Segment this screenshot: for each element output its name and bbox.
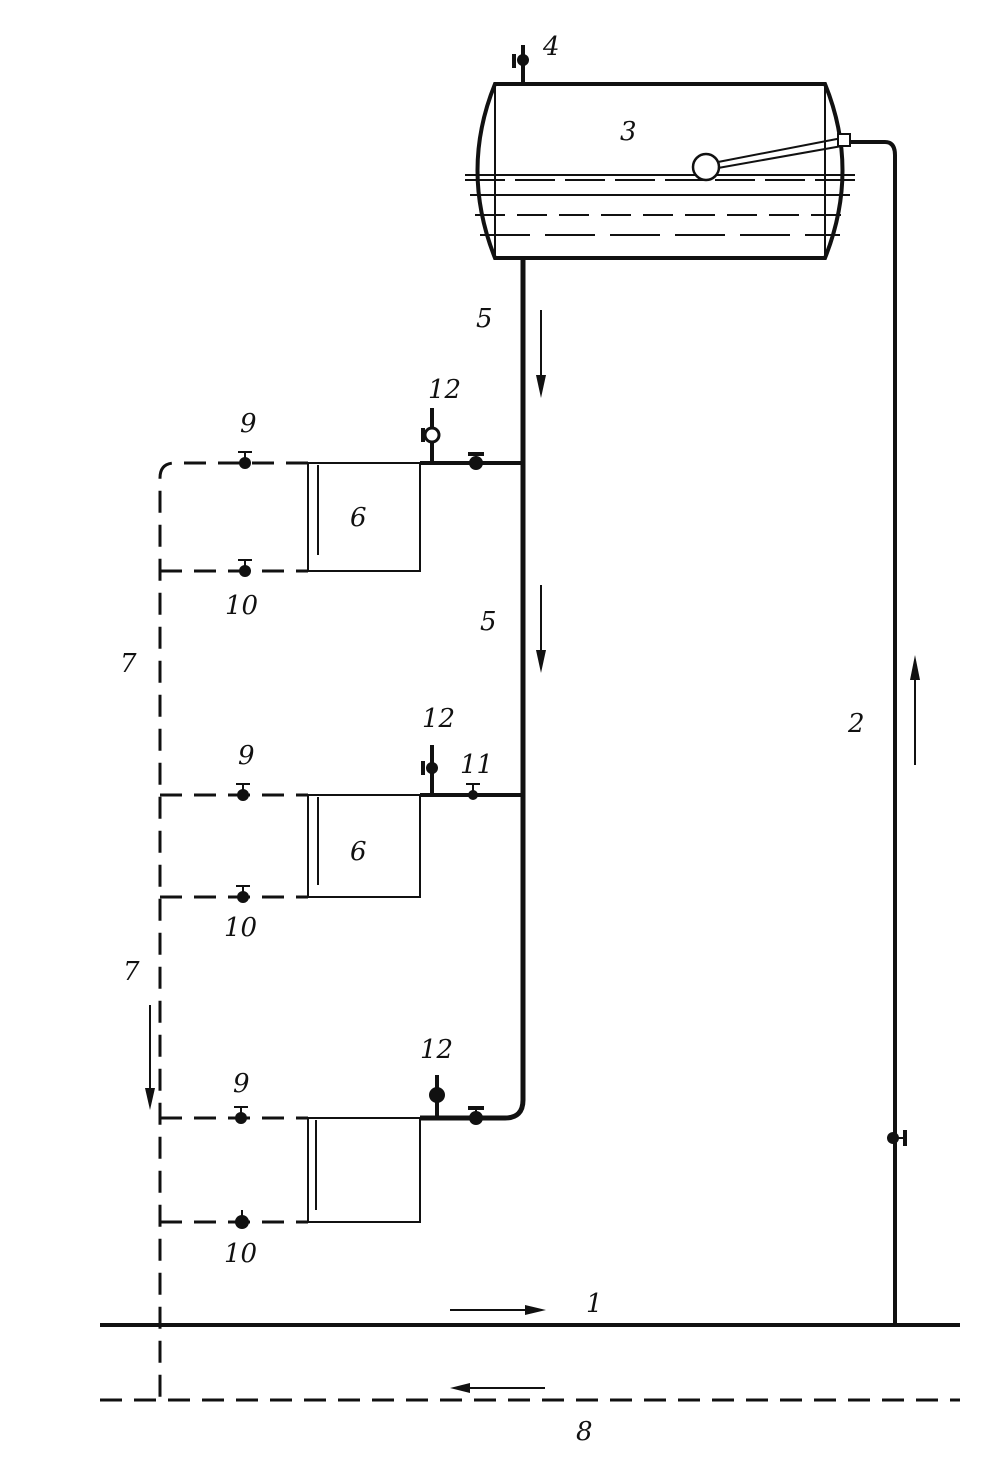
- return-riser: [158, 461, 308, 1398]
- label-2: 2: [847, 709, 865, 739]
- label-6: 6: [350, 837, 367, 867]
- float-arm: [717, 137, 843, 169]
- label-9: 9: [238, 741, 255, 771]
- label-9: 9: [240, 409, 257, 439]
- air-valve-icons: [421, 408, 445, 1118]
- riser-valve-icon: [887, 1130, 907, 1146]
- label-4: 4: [542, 32, 560, 62]
- vent-valve-icon: [512, 45, 529, 84]
- riser-pipe: [850, 140, 897, 1325]
- downpipe: [420, 258, 526, 1121]
- label-8: 8: [576, 1417, 593, 1447]
- flow-arrows: [145, 310, 920, 1393]
- heater-middle: [307, 794, 421, 898]
- label-9: 9: [233, 1069, 250, 1099]
- float-ball: [691, 152, 721, 182]
- expansion-tank: [465, 82, 855, 260]
- label-11: 11: [460, 750, 493, 780]
- label-7: 7: [123, 957, 140, 987]
- heater-bottom: [307, 1117, 421, 1223]
- label-10: 10: [224, 1239, 257, 1269]
- label-10: 10: [225, 591, 258, 621]
- label-5: 5: [476, 304, 493, 334]
- label-6: 6: [350, 503, 367, 533]
- heater-top: [307, 462, 421, 572]
- label-5: 5: [480, 607, 497, 637]
- label-12: 12: [420, 1035, 453, 1065]
- label-12: 12: [428, 375, 461, 405]
- label-7: 7: [120, 649, 137, 679]
- label-3: 3: [620, 117, 637, 147]
- float-valve: [837, 133, 851, 147]
- valve-icons: [234, 451, 484, 1229]
- label-12: 12: [422, 704, 455, 734]
- label-1: 1: [586, 1289, 603, 1319]
- label-10: 10: [224, 913, 257, 943]
